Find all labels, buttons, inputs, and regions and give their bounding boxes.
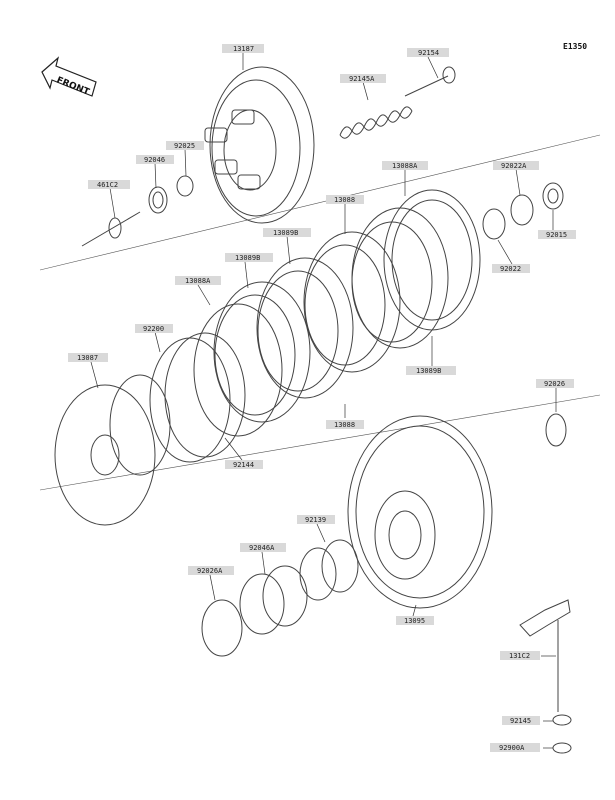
label-13088-top: 13088	[334, 196, 355, 204]
nut-92015	[542, 182, 564, 210]
washer-92026A	[201, 599, 243, 657]
ring-92200	[149, 337, 231, 463]
front-arrow-icon: FRONT	[41, 56, 97, 98]
label-92015: 92015	[546, 231, 567, 239]
label-131C2: 131C2	[509, 652, 530, 660]
snap-ring-92900A	[552, 742, 572, 754]
label-461C2: 461C2	[97, 181, 118, 189]
bolt-92154	[404, 66, 456, 97]
clutch-hub-13087	[54, 374, 171, 526]
label-13088A-left: 13088A	[185, 277, 211, 285]
label-92139: 92139	[305, 516, 326, 524]
label-92022: 92022	[500, 265, 521, 273]
pressure-plate-13187	[204, 66, 315, 224]
label-92026A: 92026A	[197, 567, 223, 575]
washer-92022A	[510, 194, 534, 226]
needle-bearing-92046A	[239, 565, 308, 635]
bearing-92046	[148, 186, 168, 214]
label-92046: 92046	[144, 156, 165, 164]
spring-92145A	[339, 106, 413, 139]
washer-92025	[176, 175, 194, 197]
leader-lines	[90, 52, 557, 749]
label-13087: 13087	[77, 354, 98, 362]
label-13089B-lower: 13089B	[416, 367, 441, 375]
clutch-plate-stack	[193, 189, 481, 437]
release-lever-131C2	[519, 599, 571, 712]
label-92022A: 92022A	[501, 162, 527, 170]
label-13089B: 13089B	[273, 229, 298, 237]
part-labels: 13187 92154 92145A 92025 92046 461C2 130…	[68, 44, 576, 752]
label-13095: 13095	[404, 617, 425, 625]
label-92900A: 92900A	[499, 744, 525, 752]
diagram-code: E1350	[563, 42, 587, 51]
label-92046A: 92046A	[249, 544, 275, 552]
label-92154: 92154	[418, 49, 439, 57]
washer-92022	[482, 208, 506, 240]
label-92144: 92144	[233, 461, 254, 469]
label-92026: 92026	[544, 380, 565, 388]
sleeve-92139	[299, 539, 359, 601]
pushrod-461C2	[81, 211, 141, 247]
label-92025: 92025	[174, 142, 195, 150]
label-13187: 13187	[233, 45, 254, 53]
label-13089B-right: 13089B	[235, 254, 260, 262]
label-92145A: 92145A	[349, 75, 375, 83]
label-13088A-top: 13088A	[392, 162, 418, 170]
ring-92144	[164, 332, 246, 458]
clutch-housing-13095	[347, 415, 493, 609]
label-13088-bottom: 13088	[334, 421, 355, 429]
washer-92026	[545, 413, 567, 447]
label-92145: 92145	[510, 717, 531, 725]
label-92200: 92200	[143, 325, 164, 333]
spring-92145	[552, 714, 572, 726]
